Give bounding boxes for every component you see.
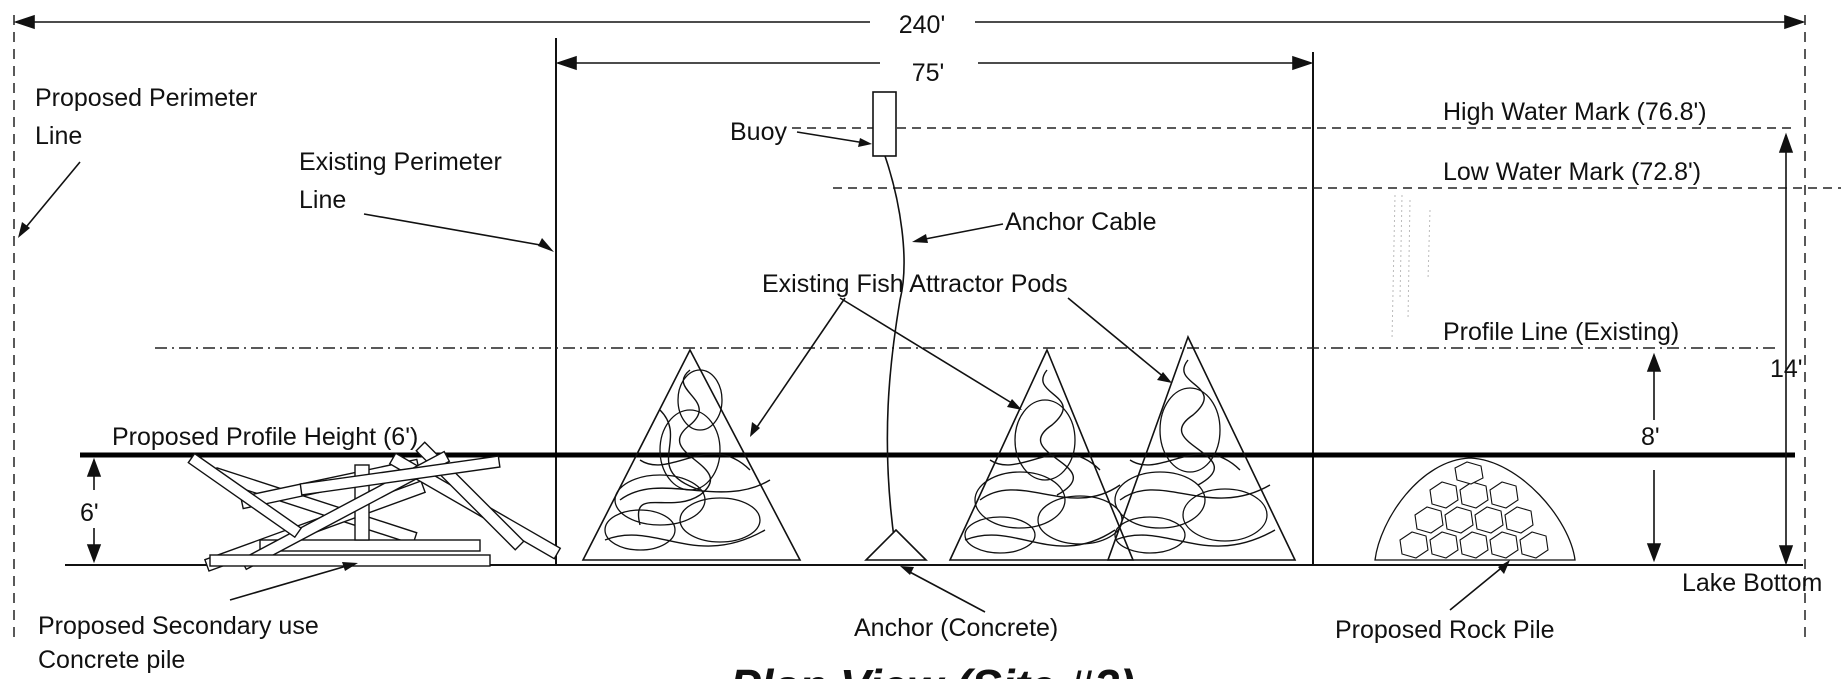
existing-perimeter-line-label-line2: Line — [299, 186, 346, 214]
fish-attractor-pods — [581, 334, 1297, 561]
water-depth-label: 14' — [1770, 355, 1803, 383]
profile-line-existing-label: Profile Line (Existing) — [1443, 318, 1679, 346]
buoy-pointer-head — [858, 138, 872, 147]
existing-perimeter-lines — [555, 38, 1314, 565]
secondary-concrete-pile-pointer-head — [342, 562, 358, 571]
existing-perimeter-line-label: Existing Perimeter Line — [299, 148, 509, 214]
anchor-cable-label: Anchor Cable — [1005, 208, 1156, 236]
proposed-perimeter-line-label-line1: Proposed Perimeter — [35, 84, 257, 112]
existing-perimeter-pointer — [363, 213, 547, 247]
rock-pile-label: Proposed Rock Pile — [1335, 616, 1555, 644]
scan-artifact — [1391, 194, 1431, 341]
secondary-concrete-pile-label-line1: Proposed Secondary use — [38, 612, 319, 640]
buoy — [872, 91, 897, 157]
fish-attractor-pod-3 — [1106, 334, 1297, 561]
existing-profile-dimension — [1646, 352, 1662, 563]
proposed-perimeter-pointer-head — [18, 222, 30, 238]
overall-width-dimension — [13, 14, 1806, 30]
overall-width-label: 240' — [899, 11, 945, 39]
water-depth-dimension — [1778, 132, 1794, 566]
buoy-pointer — [796, 131, 866, 144]
secondary-concrete-pile-label-line2: Concrete pile — [38, 646, 185, 674]
anchor-pointer — [905, 569, 986, 613]
rock-pile-pointer — [1449, 564, 1506, 611]
proposed-height-dimension — [86, 457, 102, 564]
existing-profile-label: 8' — [1641, 423, 1660, 451]
proposed-perimeter-line-label-line2: Line — [35, 122, 82, 150]
buoy-label: Buoy — [730, 118, 787, 146]
concrete-anchor — [864, 528, 928, 561]
anchor-cable-pointer-head — [912, 234, 928, 243]
proposed-perimeter-line-label: Proposed Perimeter Line — [35, 84, 264, 150]
existing-perimeter-pointer-head — [538, 238, 554, 252]
existing-perimeter-line-label-line1: Existing Perimeter — [299, 148, 502, 176]
proposed-profile-height-label: Proposed Profile Height (6') — [112, 423, 418, 451]
secondary-concrete-pile-label: Proposed Secondary use Concrete pile — [38, 612, 326, 674]
fish-attractor-pointers — [750, 297, 1172, 437]
proposed-secondary-concrete-pile — [187, 441, 562, 572]
anchor-cable — [884, 155, 905, 546]
lake-bottom-label: Lake Bottom — [1682, 569, 1822, 597]
anchor-label: Anchor (Concrete) — [854, 614, 1058, 642]
proposed-rock-pile — [1374, 457, 1576, 561]
proposed-perimeter-lines — [13, 15, 1806, 640]
pod-zone-width-label: 75' — [912, 59, 945, 87]
fish-attractor-pods-label: Existing Fish Attractor Pods — [762, 270, 1068, 298]
rock-pile-pointer-head — [1498, 560, 1510, 574]
secondary-concrete-pile-pointer — [229, 564, 351, 601]
low-water-mark-label: Low Water Mark (72.8') — [1443, 158, 1701, 186]
anchor-pointer-head — [900, 566, 914, 575]
diagram-title: Plan View (Site #3) — [730, 660, 1135, 679]
fish-attractor-pod-2 — [948, 347, 1135, 561]
fish-attractor-pod-1 — [581, 348, 802, 561]
pod-zone-dimension — [555, 55, 1314, 71]
high-water-mark-label: High Water Mark (76.8') — [1443, 98, 1707, 126]
proposed-perimeter-pointer — [21, 161, 81, 233]
anchor-cable-pointer — [919, 223, 1004, 241]
proposed-height-label: 6' — [80, 499, 99, 527]
